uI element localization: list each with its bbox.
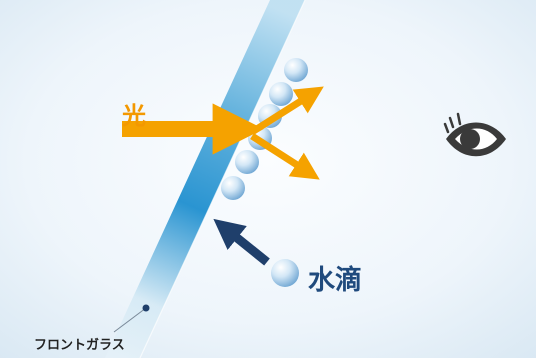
droplet bbox=[269, 82, 293, 106]
windshield-glass bbox=[105, 0, 305, 358]
droplet bbox=[221, 176, 245, 200]
water-drop-icon bbox=[271, 259, 299, 287]
droplet bbox=[235, 150, 259, 174]
front-glass-label: フロントガラス bbox=[34, 338, 125, 353]
glass-edge bbox=[139, 0, 306, 358]
light-label: 光 bbox=[122, 102, 146, 130]
glass-label-leader bbox=[113, 307, 147, 333]
droplet bbox=[284, 58, 308, 82]
glass-label-dot bbox=[142, 304, 150, 312]
water-drop-label: 水滴 bbox=[308, 265, 362, 296]
reflected-light-arrow-down bbox=[250, 133, 320, 180]
reflected-light-arrow-up bbox=[250, 86, 324, 135]
eye-icon bbox=[443, 112, 506, 157]
drop-motion-arrow bbox=[213, 218, 270, 266]
